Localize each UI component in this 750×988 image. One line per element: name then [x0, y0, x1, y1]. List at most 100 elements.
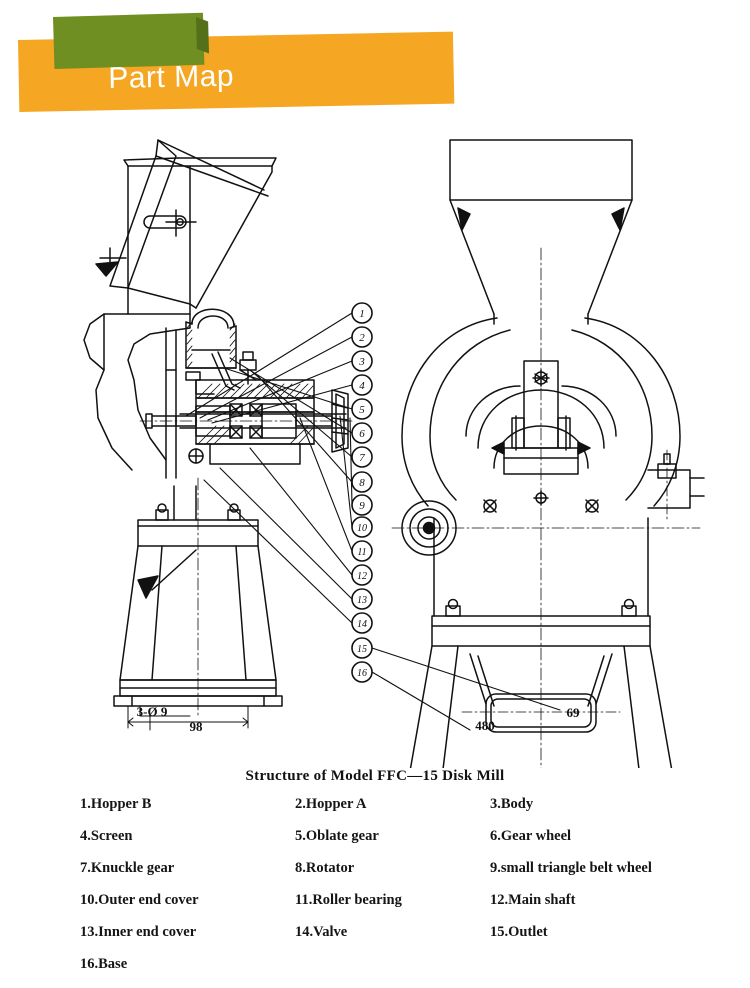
callout-circle [351, 494, 373, 516]
callout-circle [351, 471, 373, 493]
legend-item: 12.Main shaft [490, 892, 576, 908]
banner-green-fold [196, 17, 210, 54]
callout-7: 7 [351, 446, 373, 468]
callout-14: 14 [351, 612, 373, 634]
base-stand-right [409, 645, 673, 768]
outlet-pan [469, 653, 613, 733]
hopper-b-outline [123, 157, 277, 309]
callout-circle [351, 540, 373, 562]
callout-circle [351, 374, 373, 396]
legend-row: 16.Base [0, 956, 750, 988]
callout-3: 3 [351, 350, 373, 372]
cap-hatching [186, 321, 236, 369]
callout-number: 15 [357, 644, 367, 655]
callout-number: 1 [359, 308, 365, 320]
legend-item: 11.Roller bearing [295, 892, 402, 908]
callout-4: 4 [351, 374, 373, 396]
callout-number: 6 [359, 428, 365, 440]
valve-detail-left [95, 247, 127, 277]
dimension-hole-spec: 3-Ø 9 [137, 704, 168, 719]
callout-circle [351, 588, 373, 610]
callout-number: 7 [359, 452, 365, 464]
callout-8: 8 [351, 471, 373, 493]
callout-circle [351, 612, 373, 634]
callout-number: 14 [357, 619, 367, 630]
side-section-view [83, 139, 353, 731]
body-casing [83, 287, 191, 471]
callout-circle [351, 564, 373, 586]
callout-16: 16 [351, 661, 373, 683]
legend-row: 4.Screen 5.Oblate gear 6.Gear wheel [0, 828, 750, 860]
funnel-arrows [457, 207, 625, 231]
legend-row: 7.Knuckle gear 8.Rotator 9.small triangle … [0, 860, 750, 892]
front-elevation-view [391, 139, 705, 768]
callout-circle [351, 661, 373, 683]
callout-number: 8 [359, 477, 365, 489]
callout-15: 15 [351, 637, 373, 659]
outlet-box-front [647, 453, 705, 509]
callout-number: 10 [357, 523, 367, 534]
callout-circle [351, 350, 373, 372]
legend-row: 13.Inner end cover 14.Valve 15.Outlet [0, 924, 750, 956]
callout-leader-lines [185, 312, 561, 731]
legend-item: 14.Valve [295, 924, 348, 940]
housing-hatching [197, 383, 314, 445]
grinder-cap [185, 308, 237, 369]
callout-9: 9 [351, 494, 373, 516]
callout-number: 4 [359, 380, 365, 392]
outlet-arrow-left [137, 549, 197, 599]
callout-12: 12 [351, 564, 373, 586]
callout-circle [351, 637, 373, 659]
callout-circle [351, 446, 373, 468]
callout-number: 16 [357, 668, 367, 679]
legend-item: 1.Hopper B [80, 796, 152, 812]
hopper-a-outline [109, 139, 269, 289]
callout-13: 13 [351, 588, 373, 610]
legend-item: 13.Inner end cover [80, 924, 197, 940]
callout-5: 5 [351, 398, 373, 420]
legend-item: 5.Oblate gear [295, 828, 379, 844]
callout-10: 10 [351, 516, 373, 538]
oiler-nipple [239, 351, 257, 385]
legend-item: 15.Outlet [490, 924, 548, 940]
page-banner: Part Map [0, 0, 750, 130]
dimension-base-width-right: 480 [475, 718, 495, 733]
diagram-caption: Structure of Model FFC—15 Disk Mill [245, 768, 505, 784]
callout-circle [351, 326, 373, 348]
parts-legend: 1.Hopper B 2.Hopper A 3.Body 4.Screen 5.Obla… [0, 796, 750, 988]
callout-11: 11 [351, 540, 373, 562]
legend-row: 1.Hopper B 2.Hopper A 3.Body [0, 796, 750, 828]
legend-item: 3.Body [490, 796, 534, 812]
callout-number: 2 [359, 332, 365, 344]
legend-item: 10.Outer end cover [80, 892, 199, 908]
callout-number: 9 [359, 500, 365, 512]
callout-number: 5 [359, 404, 365, 416]
legend-item: 6.Gear wheel [490, 828, 572, 844]
screen-outlet [165, 327, 177, 479]
dimension-lines-left [127, 705, 249, 731]
callout-circle [351, 422, 373, 444]
legend-item: 4.Screen [80, 828, 133, 844]
legend-item: 9.small triangle belt wheel [490, 860, 652, 876]
callout-number: 13 [357, 595, 367, 606]
callout-number: 12 [357, 571, 367, 582]
callout-circle [351, 398, 373, 420]
rotator-detail [188, 448, 204, 464]
callout-6: 6 [351, 422, 373, 444]
dimension-base-width-left: 98 [190, 719, 204, 734]
hopper-front-box [449, 139, 633, 315]
housing-clamps [483, 441, 599, 513]
legend-item: 2.Hopper A [295, 796, 367, 812]
legend-item: 7.Knuckle gear [80, 860, 175, 876]
page-title: Part Map [108, 59, 235, 95]
legend-item: 16.Base [80, 956, 128, 972]
dimension-base-offset-right: 69 [567, 705, 581, 720]
hopper-slot [143, 209, 197, 237]
callout-circle [351, 516, 373, 538]
legend-item: 8.Rotator [295, 860, 355, 876]
callout-1: 1 [351, 302, 373, 324]
callout-number: 11 [357, 547, 366, 558]
